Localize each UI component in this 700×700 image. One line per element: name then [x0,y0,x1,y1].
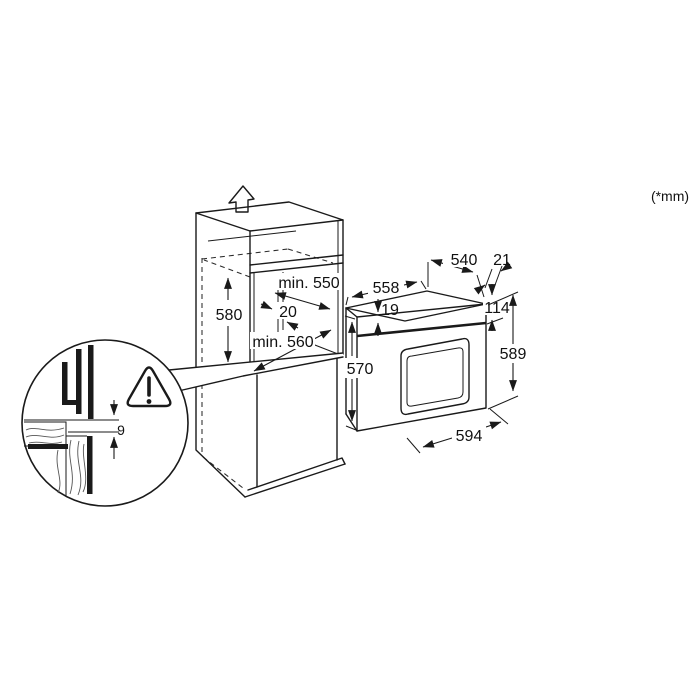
dimension-min560: min. 560 [250,329,332,372]
cabinet-hidden-shelf-edge [201,248,289,260]
rear-gap-label: 20 [279,304,297,321]
dimension-21: 21 [473,252,513,295]
up-arrow-icon [228,185,255,213]
warning-triangle-icon [126,366,172,408]
worktop-wood-outline [24,421,67,447]
oven-front-frame [356,303,487,432]
cabinet-dimensions: 580 min. 550 20 min. 560 [211,273,341,372]
dimension-min550: min. 550 [274,273,341,310]
base-plinth-top [247,457,346,491]
wedge-fill [169,353,343,392]
cabinet-top-face [195,201,344,232]
base-plinth-bottom [244,463,346,498]
dimension-589: 589 [487,291,529,410]
trim-section-bar3 [88,345,94,419]
compartment-rail-top [249,254,344,266]
dimension-540: 540 [427,250,485,298]
cabinet-hidden-shelf-front [287,248,334,264]
gap-dimension-label: 9 [117,422,125,438]
unit-note: (*mm) [651,188,689,204]
dimension-580: 580 [211,277,247,363]
dimension-20: 20 [260,300,300,331]
cabinet-front-section-bar [87,436,93,494]
worktop-callout-wedge [168,352,344,393]
dimension-114: 114 [483,284,511,331]
cabinet-hidden-shelf-side [203,259,251,278]
oven-top-left-connector [345,307,358,318]
trim-overlap-label: 19 [381,302,399,319]
door-protrusion-label: 21 [493,252,511,269]
front-height-label: 570 [347,361,374,378]
door-window-inner [406,347,464,407]
niche-height-label: 580 [216,307,243,324]
niche-top-edge [249,262,344,274]
total-height-label: 589 [500,346,527,363]
dimension-570: 570 [344,315,377,431]
niche-depth-label: min. 550 [278,275,339,292]
dimension-9: 9 [110,400,125,459]
control-panel-line [356,321,487,338]
trim-section-flange [62,400,82,405]
front-width-label: 594 [456,428,483,445]
callout-circle [21,339,189,507]
niche-width-label: min. 560 [252,334,313,351]
trim-section-bar2 [76,349,82,414]
dimension-594: 594 [406,408,509,454]
dimension-558: 558 [345,278,427,306]
compartment-back-edge [207,230,297,242]
oven-dimensions: 558 540 21 19 114 [344,250,529,454]
dimension-19: 19 [374,299,399,336]
oven-top-width-label: 558 [373,280,400,297]
panel-height-label: 114 [484,300,510,317]
cabinet-left-silhouette [195,212,246,498]
detail-callout-circle: 9 [21,339,189,507]
trim-section-bar1 [62,362,68,404]
oven-bottom-left-connector [345,413,358,432]
door-window-outer [400,337,470,416]
oven-depth-label: 540 [451,252,478,269]
